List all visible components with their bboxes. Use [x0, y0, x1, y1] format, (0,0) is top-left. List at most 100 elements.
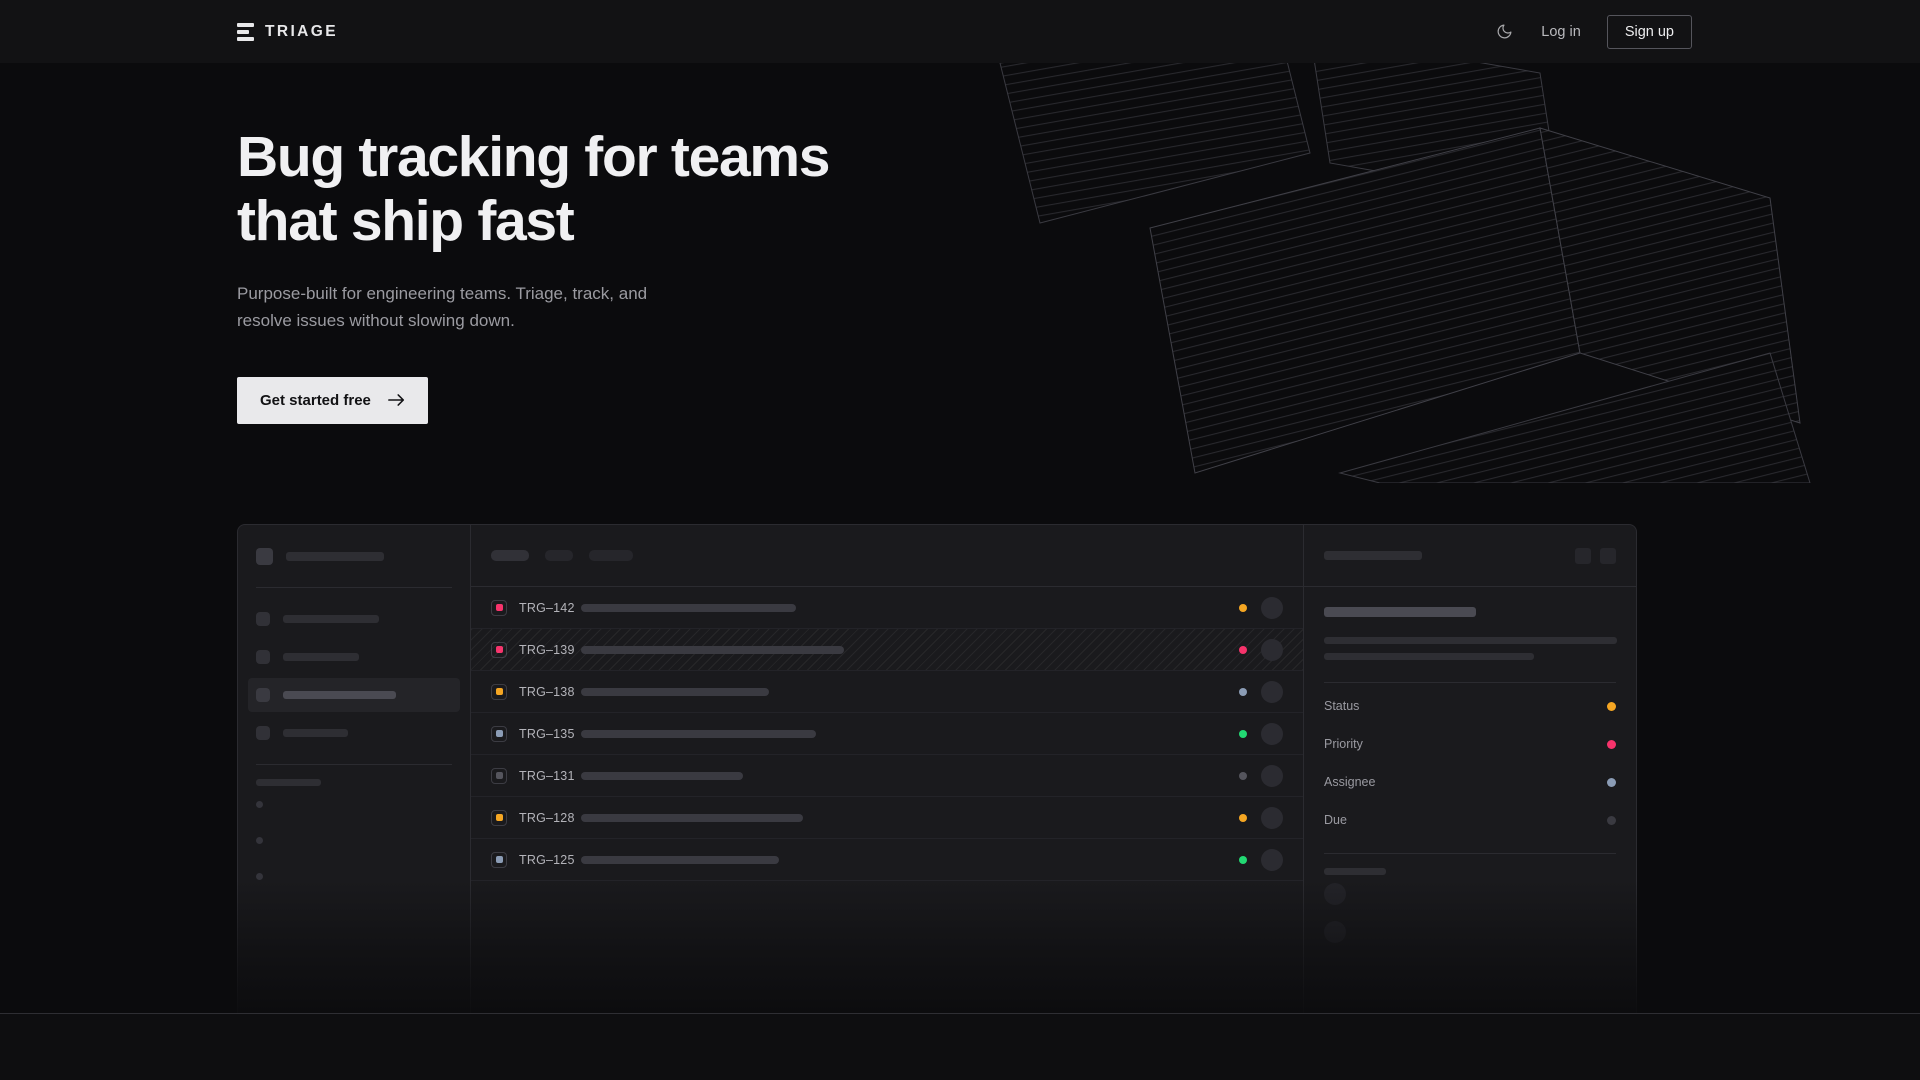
table-row[interactable]: TRG–128 — [471, 797, 1303, 839]
product-screenshot-mockup: TRG–142 TRG–139 TRG–138 — [237, 524, 1637, 1013]
detail-action-button-2[interactable] — [1600, 547, 1616, 564]
sidebar-item-icon — [256, 650, 270, 664]
workspace-avatar — [256, 547, 273, 565]
due-value-dot — [1607, 815, 1616, 825]
sidebar-item-1[interactable] — [248, 602, 460, 636]
hero-section: Bug tracking for teams that ship fast Pu… — [0, 63, 1920, 513]
moon-icon[interactable] — [1493, 21, 1515, 43]
signup-button[interactable]: Sign up — [1606, 14, 1692, 49]
sidebar-section-label — [256, 779, 321, 786]
issue-title-placeholder — [581, 645, 844, 654]
issue-title-placeholder — [581, 813, 803, 822]
issue-title-placeholder — [581, 729, 816, 738]
table-row[interactable]: TRG–142 — [471, 587, 1303, 629]
issue-id: TRG–131 — [519, 768, 575, 783]
detail-field-label: Status — [1324, 699, 1360, 713]
issue-type-badge-icon — [491, 767, 507, 784]
table-row[interactable]: TRG–135 — [471, 713, 1303, 755]
filter-pill-1[interactable] — [491, 550, 529, 561]
status-dot — [1239, 687, 1247, 696]
detail-field-status[interactable]: Status — [1324, 687, 1616, 725]
brand-logo[interactable]: TRIAGE — [237, 22, 338, 41]
detail-activity-divider — [1324, 853, 1616, 854]
issue-id: TRG–142 — [519, 600, 575, 615]
assignee-avatar[interactable] — [1261, 722, 1283, 745]
issue-id: TRG–139 — [519, 642, 575, 657]
filter-pill-2[interactable] — [545, 550, 573, 561]
decorative-striped-panels-art — [999, 63, 1811, 483]
status-dot — [1239, 645, 1247, 654]
detail-desc-line — [1324, 653, 1534, 660]
sidebar-item-label — [283, 729, 348, 737]
assignee-avatar[interactable] — [1261, 638, 1283, 661]
sidebar-divider-top — [256, 587, 452, 588]
issue-title-placeholder — [581, 771, 743, 780]
sidebar-sub-item[interactable] — [256, 822, 452, 858]
mock-issue-list: TRG–142 TRG–139 TRG–138 — [471, 525, 1303, 1013]
detail-action-button-1[interactable] — [1575, 547, 1591, 564]
detail-field-priority[interactable]: Priority — [1324, 725, 1616, 763]
login-link[interactable]: Log in — [1541, 23, 1581, 40]
assignee-avatar[interactable] — [1261, 680, 1283, 703]
issue-title-placeholder — [581, 687, 769, 696]
issue-type-badge-icon — [491, 809, 507, 826]
avatar — [1324, 883, 1346, 905]
top-navigation-bar: TRIAGE Log in Sign up — [0, 0, 1920, 63]
status-dot — [1239, 603, 1247, 612]
mock-workspace-switcher[interactable] — [256, 525, 452, 587]
workspace-name-placeholder — [286, 551, 384, 561]
issue-type-badge-icon — [491, 641, 507, 658]
sidebar-item-label — [283, 691, 396, 699]
mock-sidebar-section — [256, 765, 452, 894]
status-dot — [1239, 729, 1247, 738]
avatar — [1324, 921, 1346, 943]
bullet-icon — [256, 872, 263, 880]
list-item[interactable] — [1324, 875, 1616, 913]
stacked-bars-logo-icon — [237, 22, 254, 41]
issue-title-placeholder — [581, 603, 796, 612]
sidebar-item-icon — [256, 612, 270, 626]
issue-id: TRG–138 — [519, 684, 575, 699]
detail-fields: Status Priority Assignee Due — [1324, 682, 1616, 951]
get-started-button[interactable]: Get started free — [237, 376, 428, 424]
list-item[interactable] — [1324, 913, 1616, 951]
issue-type-badge-icon — [491, 683, 507, 700]
mock-list-toolbar — [471, 525, 1303, 587]
detail-panel-body: Status Priority Assignee Due — [1304, 587, 1636, 971]
nav-actions: Log in Sign up — [1493, 14, 1692, 49]
assignee-avatar[interactable] — [1261, 596, 1283, 619]
issue-id: TRG–125 — [519, 852, 575, 867]
table-row[interactable]: TRG–138 — [471, 671, 1303, 713]
page-title: Bug tracking for teams that ship fast — [237, 125, 831, 254]
hero-copy: Bug tracking for teams that ship fast Pu… — [237, 125, 831, 424]
detail-field-assignee[interactable]: Assignee — [1324, 763, 1616, 801]
page-lower-band — [0, 1013, 1920, 1080]
sidebar-item-label — [283, 615, 379, 623]
detail-field-due[interactable]: Due — [1324, 801, 1616, 839]
sidebar-sub-item[interactable] — [256, 786, 452, 822]
assignee-avatar[interactable] — [1261, 848, 1283, 871]
assignee-avatar[interactable] — [1261, 764, 1283, 787]
sidebar-divider-bottom — [256, 764, 452, 765]
sidebar-sub-item[interactable] — [256, 858, 452, 894]
issue-id: TRG–135 — [519, 726, 575, 741]
detail-desc-line — [1324, 637, 1617, 644]
detail-header-actions — [1575, 547, 1616, 564]
table-row[interactable]: TRG–125 — [471, 839, 1303, 881]
status-dot — [1239, 813, 1247, 822]
bullet-icon — [256, 800, 263, 808]
issue-id: TRG–128 — [519, 810, 575, 825]
detail-panel-header — [1304, 525, 1636, 587]
table-row[interactable]: TRG–139 — [471, 629, 1303, 671]
sidebar-item-4[interactable] — [248, 716, 460, 750]
sidebar-item-3-active[interactable] — [248, 678, 460, 712]
sidebar-item-2[interactable] — [248, 640, 460, 674]
issue-title-placeholder — [581, 855, 779, 864]
assignee-avatar[interactable] — [1261, 806, 1283, 829]
sidebar-item-label — [283, 653, 359, 661]
sidebar-item-icon — [256, 688, 270, 702]
filter-pill-3[interactable] — [589, 550, 633, 561]
table-row[interactable]: TRG–131 — [471, 755, 1303, 797]
mock-sidebar-nav — [248, 588, 460, 764]
status-dot — [1239, 855, 1247, 864]
